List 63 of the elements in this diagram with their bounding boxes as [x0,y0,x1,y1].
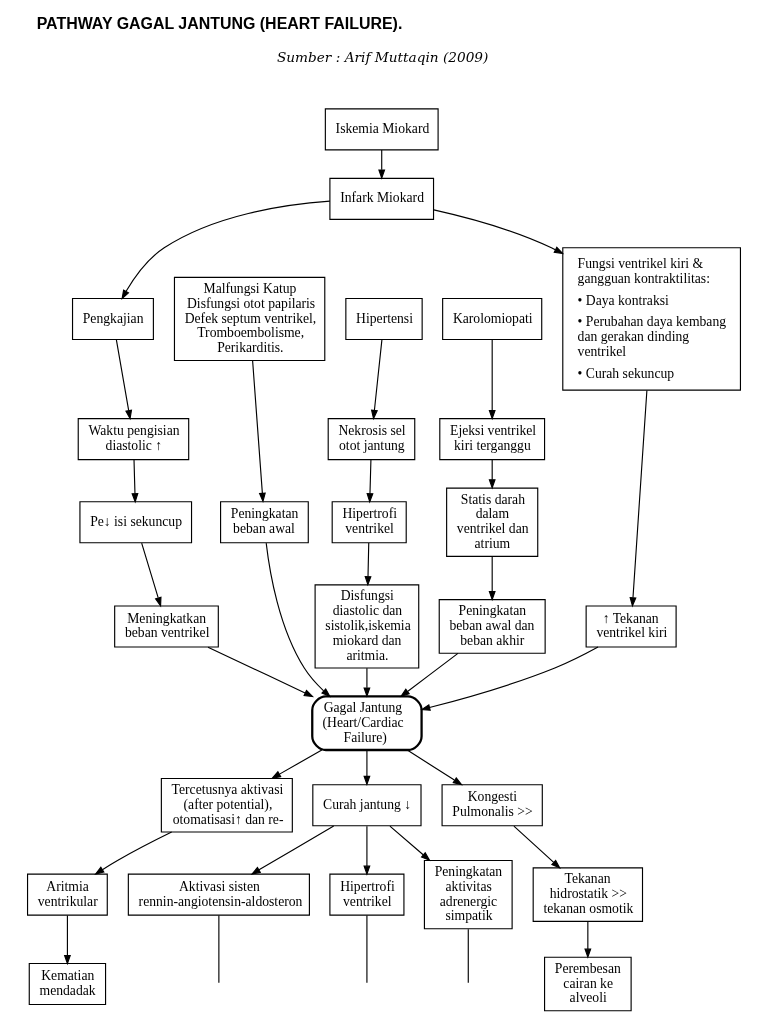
arrow [250,825,335,875]
arrow [115,339,133,421]
node-box: Tekanan hidrostatik >> tekanan osmotik [532,867,644,922]
arrow [488,459,496,490]
connector [218,914,220,984]
arrow [366,459,374,504]
node-box: Pe↓ isi sekuncup [79,501,193,544]
node-box: Hipertrofi ventrikel [331,501,407,544]
node-box: Hipertrofi ventrikel [329,873,405,916]
arrow [488,339,496,421]
arrow [406,749,463,786]
node-box: Meningkatkan beban ventrikel [114,605,219,648]
node-box: Statis darah dalam ventrikel dan atrium [446,487,539,557]
node-box: Waktu pengisian diastolic ↑ [77,418,190,461]
node-box: Kongesti Pulmonalis >> [441,784,543,827]
arrow [629,389,648,608]
arrow [364,542,372,587]
node-box: Malfungsi Katup Disfungsi otot papilaris Defek septum ventrikel, Tromboembolisme, Perikarditis. [173,276,326,362]
connector [366,914,368,984]
node-box: Peningkatan beban awal [220,501,309,544]
node-box: Tercetusnya aktivasi (after potential), otomatisasi↑ dan re- [160,777,293,833]
arrow [363,667,371,698]
arrow [399,652,459,698]
connector [467,928,469,984]
arrow [378,149,386,180]
arrow [389,825,431,862]
node-box: Kematian mendadak [28,962,107,1006]
node-box: Perembesan cairan ke alveoli [544,956,632,1012]
arrow [121,200,331,300]
arrow [252,360,266,503]
node-box: Infark Miokard [329,177,435,220]
arrow [131,459,139,504]
node-box: Aritmia ventrikular [27,873,108,916]
node-box: Fungsi ventrikel kiri & gangguan kontraktilitas: • Daya kontraksi • Perubahan daya kembang dan gerakan dinding ventrikel • Curah sekuncup [562,247,741,391]
diagram-title: PATHWAY GAGAL JANTUNG (HEART FAILURE). [36,15,403,33]
node-box: Pengkajian [71,297,154,341]
node-box: Ejeksi ventrikel kiri terganggu [439,418,546,461]
node-box: Peningkatan beban awal dan beban akhir [438,599,546,654]
node-box: Karolomiopati [442,297,543,341]
node-box: Curah jantung ↓ [312,784,422,827]
node-box: Aktivasi sisten rennin-angiotensin-aldosteron [127,873,310,916]
arrow [270,749,323,780]
arrow [141,542,162,608]
arrow [265,542,332,698]
node-box: Iskemia Miokard [324,108,439,151]
node-box: Disfungsi diastolic dan sistolik,iskemia miokard dan aritmia. [314,584,420,669]
arrow [363,749,371,787]
node-box: ↑ Tekanan ventrikel kiri [585,605,677,648]
node-box: Peningkatan aktivitas adrenergic simpatik [423,859,513,930]
node-box: Gagal Jantung (Heart/Cardiac Failure) [311,695,423,752]
label: Sumber : Arif Muttaqin (2009) [276,49,489,66]
arrow [584,920,592,959]
arrow [370,339,383,421]
arrow [488,556,496,602]
arrow [363,825,371,876]
arrow [433,209,565,255]
arrow [63,914,71,966]
arrow [513,825,561,869]
node-box: Hipertensi [345,297,423,341]
arrow [420,646,599,711]
arrow [94,831,173,875]
arrow [207,646,315,698]
node-box: Nekrosis sel otot jantung [327,418,416,461]
